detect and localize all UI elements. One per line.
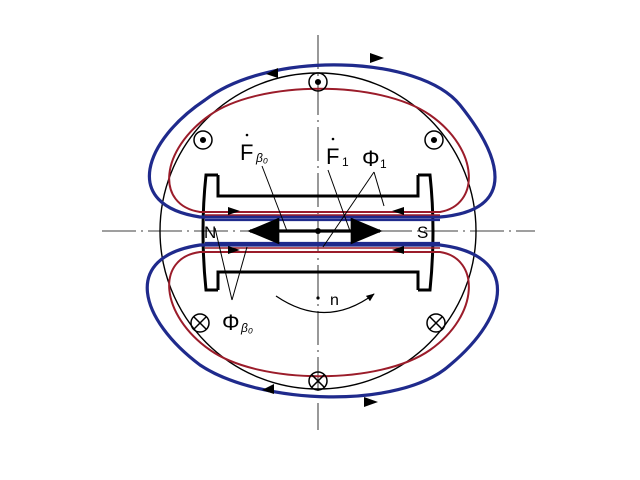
f-b0-sub: β₀ xyxy=(255,151,268,165)
pole-south-label: S xyxy=(417,223,428,242)
f-b0-main: F xyxy=(240,140,253,165)
label-phi-b0: Φ β₀ xyxy=(222,310,253,335)
phi-1-sub: 1 xyxy=(380,157,387,171)
rotor-center-dot xyxy=(315,228,321,234)
conductor-dot-icon xyxy=(193,130,213,150)
rotation-center-dot xyxy=(316,296,320,300)
outer-flux-path xyxy=(145,63,499,399)
f-1-main: F xyxy=(326,144,339,169)
conductors xyxy=(190,72,446,391)
rotation-label: n xyxy=(330,292,339,309)
conductor-cross-icon xyxy=(308,371,328,391)
conductor-dot-icon xyxy=(308,72,328,92)
label-f-b0: F β₀ xyxy=(240,133,268,165)
label-phi-1: Φ 1 xyxy=(362,146,387,171)
flux-arrows xyxy=(228,53,404,407)
phi-b0-sub: β₀ xyxy=(240,321,253,335)
pole-north-label: N xyxy=(204,223,216,242)
inner-flux-path xyxy=(168,87,470,378)
f-1-sub: 1 xyxy=(342,155,349,169)
rotation-arrow xyxy=(275,293,375,314)
label-f-1: F 1 xyxy=(326,137,349,169)
conductor-cross-icon xyxy=(426,313,446,333)
conductor-cross-icon xyxy=(190,313,210,333)
rotor-body xyxy=(201,173,435,292)
phi-b0-main: Φ xyxy=(222,310,240,335)
phi-1-main: Φ xyxy=(362,146,380,171)
leader-lines xyxy=(214,165,385,301)
conductor-dot-icon xyxy=(424,130,444,150)
